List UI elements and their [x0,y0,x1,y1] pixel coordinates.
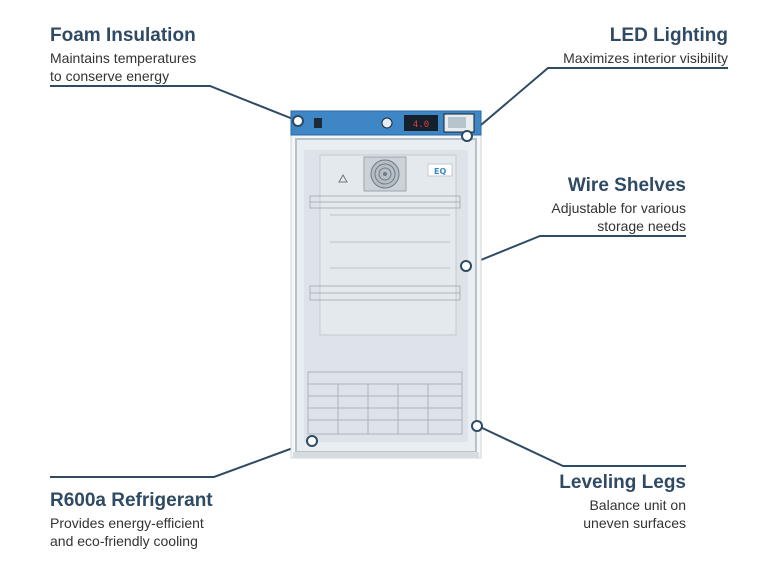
temperature-display [404,115,438,131]
foam-insulation-desc: Maintains temperatures to conserve energ… [50,50,197,84]
fan-icon [363,156,407,192]
led-lighting-desc: Maximizes interior visibility [563,50,728,66]
led-lighting-callout: LED Lighting Maximizes interior visibili… [563,25,728,67]
refrigerant-leader-line [50,440,313,478]
wire-shelves-callout: Wire Shelves Adjustable for various stor… [551,175,686,235]
r600a-refrigerant-callout: R600a Refrigerant Provides energy-effici… [50,490,213,550]
wire-shelves-desc: Adjustable for various storage needs [551,200,686,234]
foam-insulation-title: Foam Insulation [50,25,196,46]
legs-leader-line [477,425,686,467]
wire-shelf-top [309,195,461,209]
wire-basket [307,371,463,435]
svg-text:4.0: 4.0 [413,120,429,130]
r600a-refrigerant-desc: Provides energy-efficient and eco-friend… [50,515,204,549]
wire-shelf-middle [309,285,461,301]
leveling-legs-desc: Balance unit on uneven surfaces [583,497,686,531]
refrigerator: 4.0 EQ [290,110,482,459]
foam-anchor-dot [292,115,304,127]
led-lighting-title: LED Lighting [609,25,728,46]
refrigerant-anchor-dot [306,435,318,447]
shelves-anchor-dot [460,260,472,272]
foam-leader-line [50,85,299,122]
led-anchor-dot [461,130,473,142]
leveling-legs-callout: Leveling Legs Balance unit on uneven sur… [559,472,686,532]
shelves-leader-line [465,235,686,267]
foam-insulation-callout: Foam Insulation Maintains temperatures t… [50,25,196,85]
wire-shelves-title: Wire Shelves [567,175,686,196]
leveling-legs-title: Leveling Legs [559,472,686,493]
led-leader-line [467,67,728,137]
legs-anchor-dot [471,420,483,432]
brand-badge: EQ [434,167,446,176]
r600a-refrigerant-title: R600a Refrigerant [50,490,213,511]
